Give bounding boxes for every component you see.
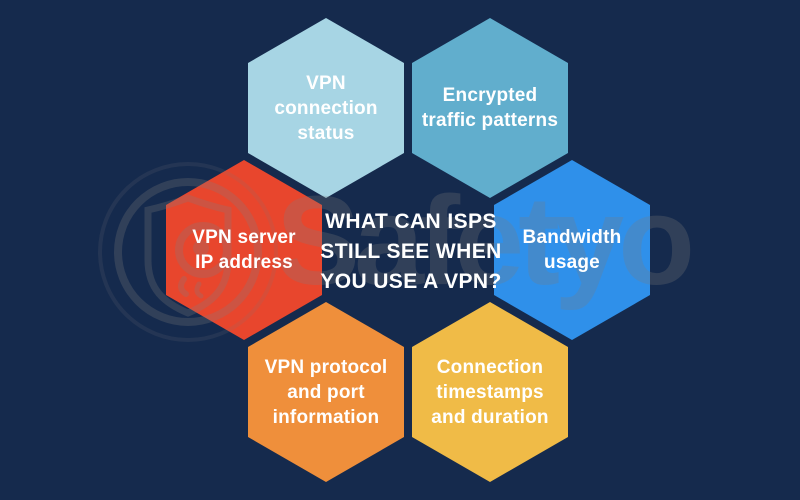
label-line: status bbox=[297, 122, 355, 144]
hexagon-label-vpn-connection-status: VPN connection status bbox=[248, 18, 404, 198]
hexagon-bandwidth-usage bbox=[494, 160, 650, 340]
label-line: Connection bbox=[436, 356, 544, 378]
center-title: WHAT CAN ISPS STILL SEE WHEN YOU USE A V… bbox=[301, 207, 521, 297]
label-line: connection bbox=[274, 97, 378, 119]
label-line: Encrypted bbox=[442, 85, 538, 106]
hexagon-label-vpn-server-ip-address: VPN server IP address bbox=[166, 160, 322, 340]
title-line: WHAT CAN ISPS bbox=[325, 210, 497, 233]
label-line: traffic patterns bbox=[421, 110, 559, 131]
hexagon-label-bandwidth-usage: Bandwidth usage bbox=[494, 160, 650, 340]
label-line: VPN protocol bbox=[264, 356, 388, 378]
hexagon-label-encrypted-traffic-patterns: Encrypted traffic patterns bbox=[412, 18, 568, 198]
label-line: timestamps bbox=[436, 381, 544, 403]
label-line: and port bbox=[287, 381, 365, 403]
hexagon-encrypted-traffic-patterns bbox=[412, 18, 568, 198]
label-line: VPN bbox=[306, 72, 346, 94]
label-line: and duration bbox=[431, 406, 549, 428]
label-line: information bbox=[272, 406, 380, 428]
title-line: YOU USE A VPN? bbox=[320, 270, 502, 293]
hexagon-label-connection-timestamps-and-duration: Connection timestamps and duration bbox=[412, 302, 568, 482]
label-line: usage bbox=[544, 252, 600, 273]
label-line: Bandwidth bbox=[522, 227, 622, 248]
title-line: STILL SEE WHEN bbox=[320, 240, 502, 263]
label-line: VPN server bbox=[192, 227, 296, 248]
label-line: IP address bbox=[195, 252, 293, 273]
hexagon-connection-timestamps-and-duration bbox=[412, 302, 568, 482]
hexagon-label-vpn-protocol-and-port-information: VPN protocol and port information bbox=[248, 302, 404, 482]
